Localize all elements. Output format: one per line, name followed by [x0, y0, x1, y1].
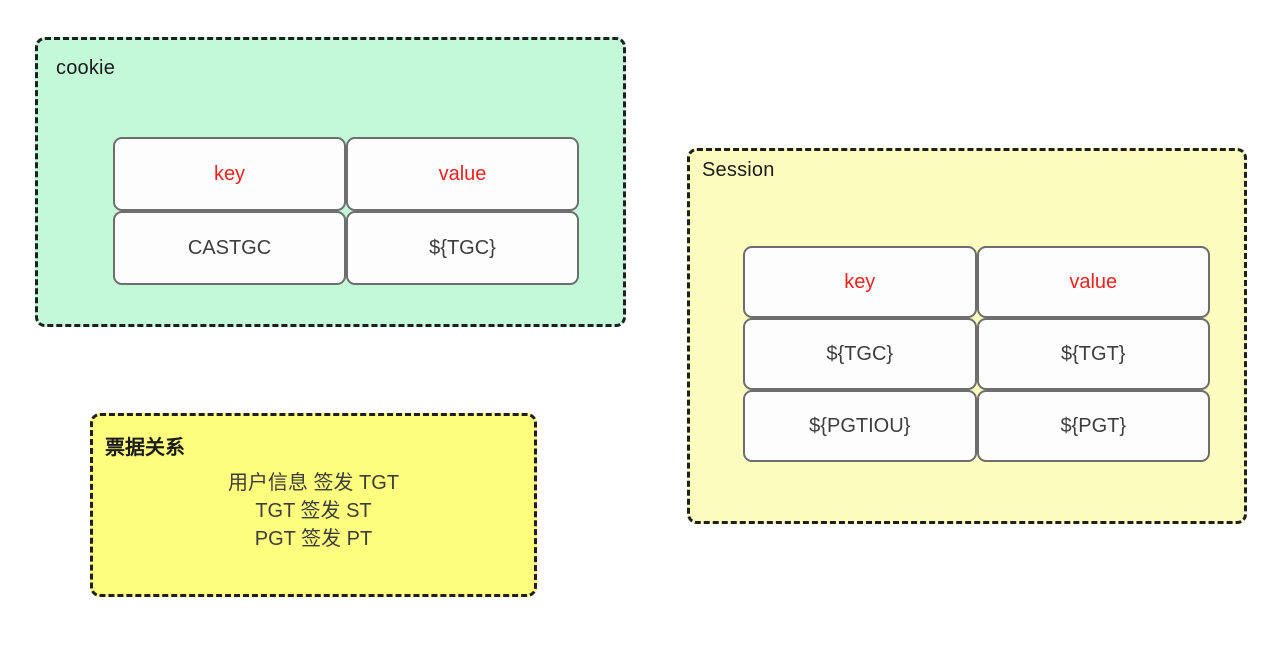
ticket-relationship-box: 票据关系 用户信息 签发 TGT TGT 签发 ST PGT 签发 PT [90, 413, 537, 597]
session-table-row2-value: ${PGT} [976, 390, 1210, 462]
ticket-relationship-line: 用户信息 签发 TGT [227, 472, 400, 494]
cookie-table-header-value: value [346, 137, 579, 211]
ticket-relationship-lines: 用户信息 签发 TGT TGT 签发 ST PGT 签发 PT [93, 469, 534, 553]
ticket-relationship-line: TGT 签发 ST [255, 500, 372, 522]
cookie-table-cell-key: CASTGC [113, 211, 346, 285]
session-box-label: Session [702, 159, 775, 181]
cookie-table-header-key: key [113, 137, 346, 211]
session-box: Session key value ${TGC} ${TGT} ${PGTIOU… [687, 148, 1247, 524]
cookie-key-value-table: key value CASTGC ${TGC} [113, 137, 579, 285]
cookie-box: cookie key value CASTGC ${TGC} [35, 37, 626, 327]
session-table-row1-key: ${TGC} [743, 318, 977, 390]
ticket-relationship-line: PGT 签发 PT [254, 528, 373, 550]
session-table-row2-key: ${PGTIOU} [743, 390, 977, 462]
session-table-header-value: value [976, 246, 1210, 318]
cookie-box-label: cookie [56, 57, 116, 79]
cookie-table-cell-value: ${TGC} [346, 211, 579, 285]
session-key-value-table: key value ${TGC} ${TGT} ${PGTIOU} ${PGT} [743, 246, 1210, 462]
session-table-header-key: key [743, 246, 977, 318]
ticket-relationship-title: 票据关系 [105, 437, 185, 459]
session-table-row1-value: ${TGT} [976, 318, 1210, 390]
